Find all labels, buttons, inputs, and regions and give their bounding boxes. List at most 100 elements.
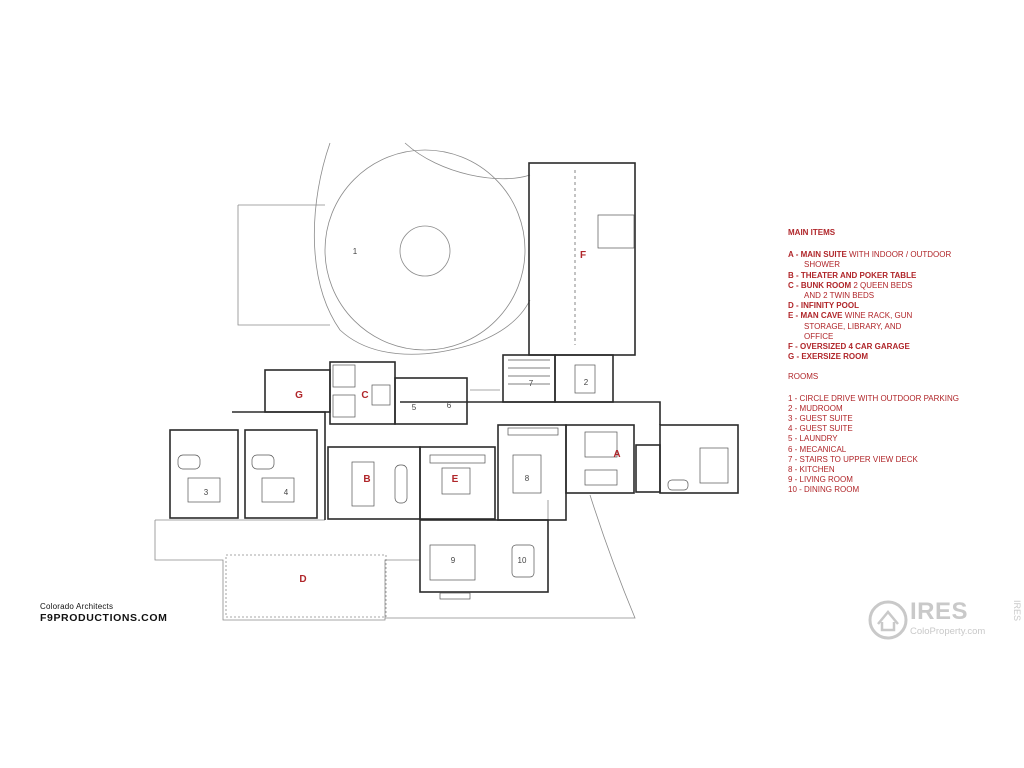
room-item: 10 - DINING ROOM (788, 485, 860, 495)
legend-item-b: B - THEATER AND POKER TABLE (788, 271, 988, 281)
furniture (177, 170, 729, 600)
guest-suite-4-walls (244, 429, 318, 519)
circle-drive-outer (313, 142, 531, 355)
label-room-4: 4 (284, 488, 289, 497)
site-outlines (154, 142, 636, 621)
architect-name: Colorado Architects (40, 602, 114, 611)
living-dining-walls (419, 519, 549, 593)
legend-key: E - MAN CAVE (788, 311, 843, 321)
label-room-1: 1 (353, 247, 358, 256)
label-room-7: 7 (529, 379, 534, 388)
legend-item-g: G - EXERSIZE ROOM (788, 352, 988, 362)
legend-item-c: C - BUNK ROOM 2 QUEEN BEDS (788, 281, 988, 291)
legend-desc: 2 QUEEN BEDS (851, 280, 913, 290)
bed-3 (187, 477, 221, 503)
production-site: F9PRODUCTIONS.COM (40, 612, 168, 624)
room-item: 1 - CIRCLE DRIVE WITH OUTDOOR PARKING (788, 393, 959, 403)
circle-drive (324, 149, 526, 351)
main-seating (584, 469, 618, 486)
walls (169, 162, 739, 593)
drive-island (399, 225, 451, 277)
watermark-site: ColoProperty.com (910, 626, 986, 637)
room-item: 6 - MECANICAL (788, 444, 847, 454)
main-bath-walls (659, 424, 739, 494)
infinity-pool (225, 554, 387, 618)
tub-3 (177, 454, 201, 470)
stair-treads (508, 359, 550, 385)
label-area-g: G (295, 390, 303, 401)
bunk-bed-2 (332, 394, 356, 418)
man-cave-walls (419, 446, 496, 520)
gallery-walls (400, 401, 661, 425)
room-item: 9 - LIVING ROOM (788, 475, 853, 485)
room-item: 5 - LAUNDRY (788, 434, 838, 444)
label-area-a: A (613, 449, 620, 460)
label-room-3: 3 (204, 488, 209, 497)
legend-cont: STORAGE, LIBRARY, AND OFFICE (804, 321, 902, 341)
watermark-brand: IRES (910, 598, 969, 625)
main-shower (699, 447, 729, 484)
bunk-bed-1 (332, 364, 356, 388)
poker-table (394, 464, 408, 504)
rooms-title: ROOMS (788, 372, 819, 382)
room-item: 3 - GUEST SUITE (788, 414, 853, 424)
legend-cont: SHOWER (804, 260, 840, 270)
legend-key: G - EXERSIZE ROOM (788, 352, 869, 362)
legend-item-d: D - INFINITY POOL (788, 301, 988, 311)
label-room-10: 10 (518, 556, 527, 565)
room-item: 2 - MUDROOM (788, 403, 843, 413)
legend-cont: AND 2 TWIN BEDS (804, 291, 875, 301)
label-area-b: B (363, 474, 370, 485)
kitchen-island (512, 454, 542, 494)
architect-credit: Colorado Architects F9PRODUCTIONS.COM (40, 602, 167, 624)
man-cave-desk (441, 467, 471, 495)
wine-rack (429, 454, 486, 464)
legend-key: A - MAIN SUITE (788, 250, 847, 260)
legend-item-e: E - MAN CAVE WINE RACK, GUN (788, 311, 988, 321)
room-item: 8 - KITCHEN (788, 465, 835, 475)
theater-sofa (351, 461, 375, 507)
room-item: 4 - GUEST SUITE (788, 424, 853, 434)
room-numbers: 1 2 3 4 5 6 7 8 9 10 (204, 247, 589, 565)
legend-key: B - THEATER AND POKER TABLE (788, 270, 917, 280)
main-suite-walls (565, 424, 635, 494)
label-room-5: 5 (412, 403, 417, 412)
legend-desc: WITH INDOOR / OUTDOOR (846, 250, 952, 260)
legend: MAIN ITEMS A - MAIN SUITE WITH INDOOR / … (788, 228, 988, 496)
ires-watermark: IRES ColoProperty.com IRES (868, 598, 1024, 648)
label-room-9: 9 (451, 556, 456, 565)
legend-item-f: F - OVERSIZED 4 CAR GARAGE (788, 342, 988, 352)
watermark-side: IRES (1012, 600, 1022, 622)
drive-arc-top (404, 142, 531, 180)
kitchen-counter (507, 427, 559, 436)
terrace-outline (385, 494, 636, 619)
legend-desc: WINE RACK, GUN (842, 311, 913, 321)
area-letters: A B C D E F G (295, 250, 621, 585)
living-seating (429, 544, 476, 581)
kitchen-walls (497, 424, 567, 521)
room-item: 7 - STAIRS TO UPPER VIEW DECK (788, 454, 918, 464)
tub-4 (251, 454, 275, 470)
main-items-title: MAIN ITEMS (788, 228, 836, 237)
legend-key: F - OVERSIZED 4 CAR GARAGE (788, 342, 910, 352)
fireplace-hearth (439, 592, 471, 600)
guest-suite-3-walls (169, 429, 239, 519)
legend-key: D - INFINITY POOL (788, 301, 859, 311)
label-area-c: C (361, 390, 368, 401)
dining-table (511, 544, 535, 578)
label-area-d: D (299, 574, 306, 585)
mudroom-bench (574, 364, 596, 394)
label-area-f: F (580, 250, 586, 261)
main-bed (584, 431, 618, 458)
main-closet-walls (635, 444, 661, 493)
garage-storage (597, 214, 635, 249)
laundry-mech-walls (394, 377, 468, 425)
label-room-8: 8 (525, 474, 530, 483)
legend-item-a: A - MAIN SUITE WITH INDOOR / OUTDOOR (788, 250, 988, 260)
pool-deck-outline (154, 520, 420, 621)
main-tub (667, 479, 689, 491)
label-room-2: 2 (584, 378, 589, 387)
ires-logo-icon (868, 600, 908, 640)
legend-key: C - BUNK ROOM (788, 280, 852, 290)
